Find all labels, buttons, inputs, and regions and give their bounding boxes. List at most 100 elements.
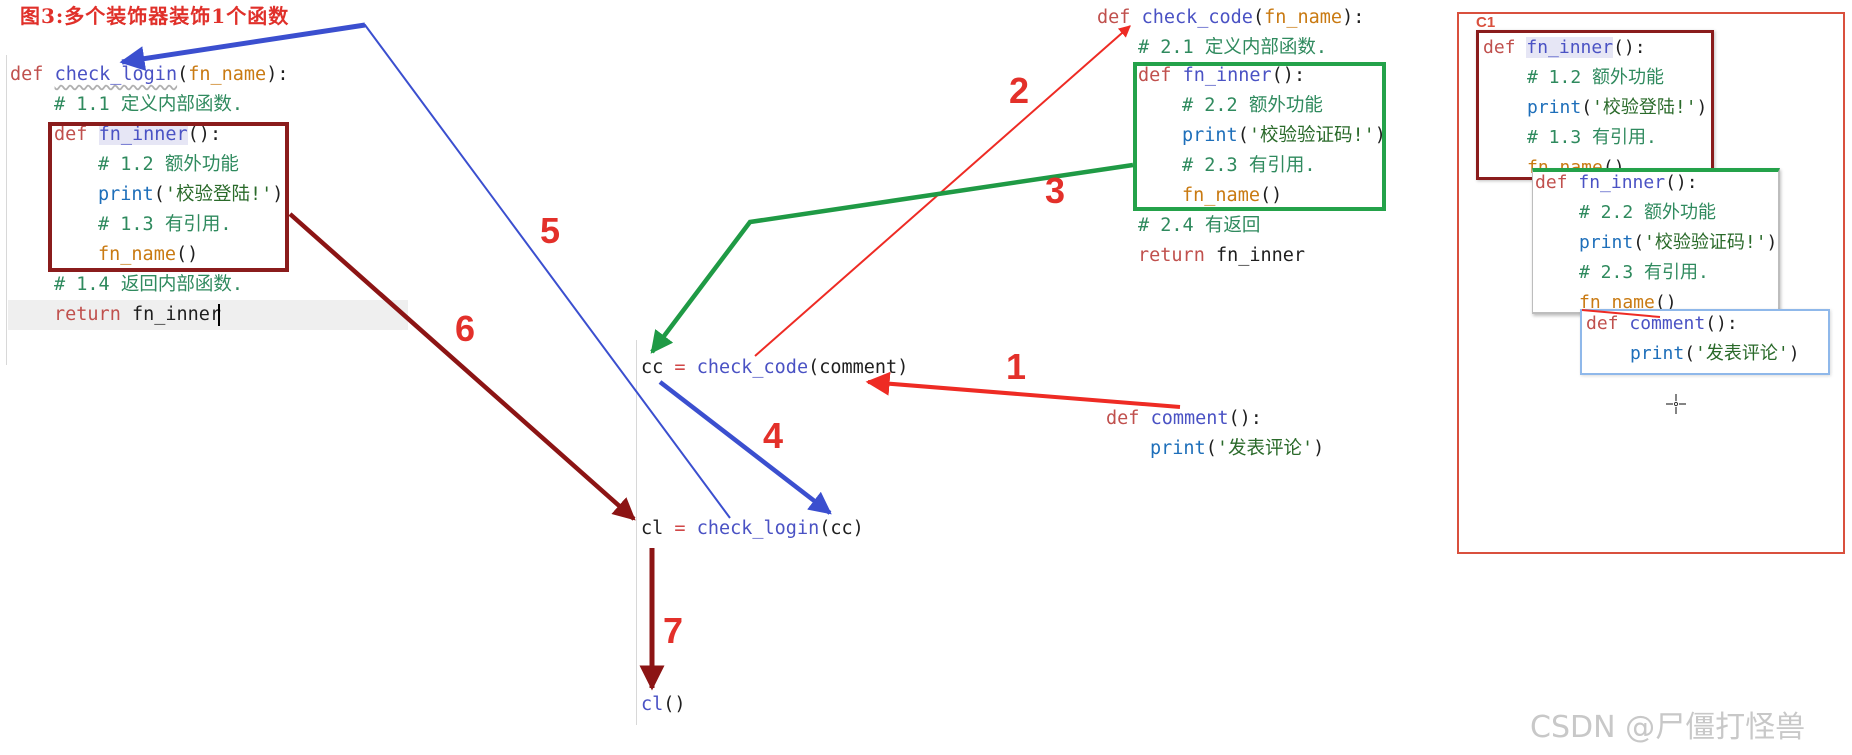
comment-2-1: # 2.1 定义内部函数. xyxy=(1138,37,1327,58)
print-arg-login: '校验登陆!' xyxy=(164,184,273,205)
equals-op: = xyxy=(674,518,686,539)
panel-login-inner: def fn_inner(): # 1.2 额外功能 print('校验登陆!'… xyxy=(1476,30,1714,180)
check-code-inner-def-line: def fn_inner(): xyxy=(1138,65,1306,86)
cl-call: cl xyxy=(641,694,664,715)
keyword-def: def xyxy=(1483,37,1516,58)
arrow-6 xyxy=(288,212,636,521)
keyword-def: def xyxy=(1138,65,1172,86)
cc-func-call: check_code xyxy=(696,357,809,378)
check-login-print-line: print('校验登陆!') xyxy=(98,184,284,205)
check-login-inner-call-line: fn_name() xyxy=(98,244,199,265)
check-code-inner-call-line: fn_name() xyxy=(1182,185,1283,206)
print-arg-code: '校验验证码!' xyxy=(1248,125,1375,146)
panel-print-arg-login: '校验登陆!' xyxy=(1592,97,1697,118)
step-number-3: 3 xyxy=(1045,170,1066,211)
cl-assignment-line: cl = check_login(cc) xyxy=(641,518,864,539)
cc-var: cc xyxy=(641,357,664,378)
statement-gutter xyxy=(636,340,637,725)
arrow-3 xyxy=(650,162,1134,354)
step-number-7: 7 xyxy=(663,610,684,651)
comment-1-1: # 1.1 定义内部函数. xyxy=(54,94,243,115)
check-code-inner-name: fn_inner xyxy=(1182,65,1272,86)
keyword-def: def xyxy=(10,64,44,85)
check-login-param: fn_name xyxy=(188,64,267,85)
return-value-code: fn_inner xyxy=(1215,245,1306,266)
check-code-def-line: def check_code(fn_name): xyxy=(1097,7,1365,28)
cl-var: cl xyxy=(641,518,664,539)
panel-print-arg-code: '校验验证码!' xyxy=(1644,232,1767,253)
editor-gutter xyxy=(6,55,7,365)
panel-comment: def comment(): print('发表评论') xyxy=(1580,309,1830,375)
arrow-1 xyxy=(865,371,1181,409)
comment-2-2: # 2.2 额外功能 xyxy=(1182,95,1323,116)
panel-comment-2-2: # 2.2 额外功能 xyxy=(1579,202,1717,223)
login-inner-highlight-box xyxy=(48,122,289,272)
step-number-4: 4 xyxy=(763,415,784,456)
panel-code-inner-name: fn_inner xyxy=(1578,172,1666,193)
step-number-1: 1 xyxy=(1006,346,1027,387)
keyword-return: return xyxy=(1138,245,1205,266)
crosshair-icon xyxy=(1666,394,1686,414)
fn-name-call: fn_name xyxy=(98,244,176,265)
step-number-2: 2 xyxy=(1009,70,1030,111)
step-number-6: 6 xyxy=(455,308,476,349)
panel-comment-2-3: # 2.3 有引用. xyxy=(1579,262,1709,283)
text-cursor xyxy=(218,304,220,326)
panel-label: C1 xyxy=(1476,14,1496,31)
check-code-print-line: print('校验验证码!') xyxy=(1182,125,1386,146)
check-login-def-line: def check_login(fn_name): xyxy=(10,64,289,85)
print-call: print xyxy=(1630,343,1685,364)
watermark: CSDN @尸僵打怪兽 xyxy=(1530,710,1806,745)
keyword-def: def xyxy=(1586,313,1619,334)
comment-func-name: comment xyxy=(1150,408,1229,429)
print-arg-comment: '发表评论' xyxy=(1216,438,1314,459)
check-code-return-line: return fn_inner xyxy=(1138,241,1305,271)
panel-print-arg-comment: '发表评论' xyxy=(1695,343,1789,364)
cl-call-line: cl() xyxy=(641,694,686,715)
arrow-2 xyxy=(754,25,1131,357)
print-call: print xyxy=(1579,232,1634,253)
check-login-return-line: return fn_inner xyxy=(54,300,221,330)
return-value-login: fn_inner xyxy=(131,304,222,325)
result-panel xyxy=(1457,12,1845,554)
comment-1-3: # 1.3 有引用. xyxy=(98,214,232,235)
code-inner-highlight-box xyxy=(1133,62,1386,211)
arrow-4 xyxy=(658,380,832,515)
check-code-param: fn_name xyxy=(1264,7,1343,28)
print-call: print xyxy=(98,184,154,205)
panel-comment-func-name: comment xyxy=(1629,313,1706,334)
arrow-5-head xyxy=(119,22,366,71)
keyword-def: def xyxy=(1106,408,1140,429)
keyword-return: return xyxy=(54,304,121,325)
comment-2-4: # 2.4 有返回 xyxy=(1138,215,1261,236)
cl-func-call: check_login xyxy=(696,518,820,539)
keyword-def: def xyxy=(1097,7,1131,28)
comment-def-line: def comment(): xyxy=(1106,408,1262,429)
check-code-func-name: check_code xyxy=(1141,7,1253,28)
panel-login-inner-name: fn_inner xyxy=(1526,37,1614,58)
cl-arg: cc xyxy=(830,518,853,539)
print-call: print xyxy=(1527,97,1582,118)
panel-code-inner: def fn_inner(): # 2.2 额外功能 print('校验验证码!… xyxy=(1532,168,1780,314)
check-login-inner-name: fn_inner xyxy=(98,124,188,145)
panel-comment-1-2: # 1.2 额外功能 xyxy=(1527,67,1665,88)
keyword-def: def xyxy=(54,124,88,145)
panel-comment-1-3: # 1.3 有引用. xyxy=(1527,127,1657,148)
arrow-5 xyxy=(121,23,731,519)
comment-2-3: # 2.3 有引用. xyxy=(1182,155,1316,176)
keyword-def: def xyxy=(1535,172,1568,193)
check-login-inner-def-line: def fn_inner(): xyxy=(54,124,222,145)
print-call: print xyxy=(1150,438,1206,459)
figure-title: 图3:多个装饰器装饰1个函数 xyxy=(20,4,290,28)
step-number-5: 5 xyxy=(540,210,561,251)
fn-name-call: fn_name xyxy=(1579,292,1655,313)
current-line-highlight xyxy=(8,300,408,330)
comment-1-4: # 1.4 返回内部函数. xyxy=(54,274,243,295)
comment-print-line: print('发表评论') xyxy=(1150,438,1325,459)
equals-op: = xyxy=(674,357,686,378)
comment-1-2: # 1.2 额外功能 xyxy=(98,154,239,175)
panel-red-mark xyxy=(1581,309,1661,318)
fn-name-call: fn_name xyxy=(1182,185,1260,206)
print-call: print xyxy=(1182,125,1238,146)
